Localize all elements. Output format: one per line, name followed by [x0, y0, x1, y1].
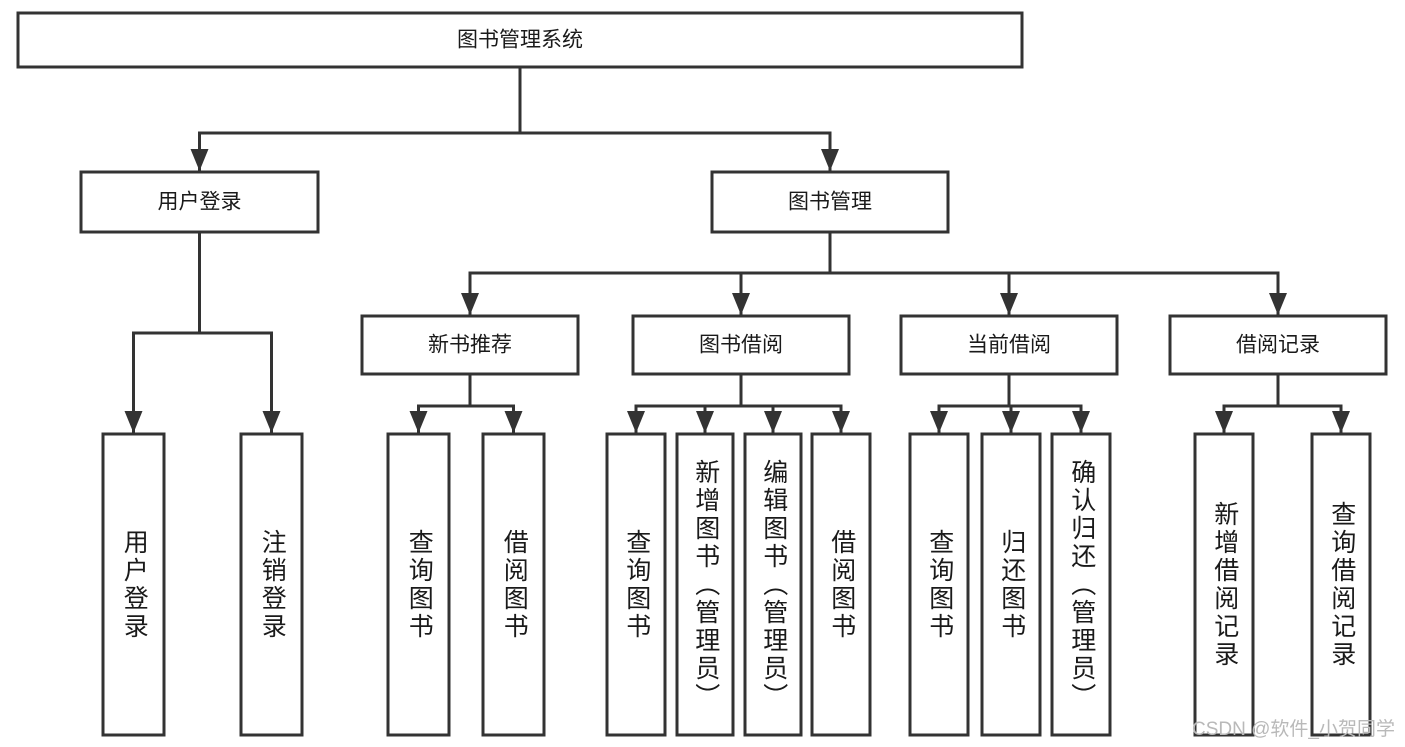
- arrow-head-icon: [1332, 411, 1350, 433]
- arrow-head-icon: [1215, 411, 1233, 433]
- arrow-head-icon: [1000, 293, 1018, 315]
- node-label-current-borrow: 当前借阅: [967, 334, 1051, 357]
- arrow-head-icon: [627, 411, 645, 433]
- arrow-head-icon: [1072, 411, 1090, 433]
- node-label-book-borrow: 图书借阅: [699, 334, 783, 357]
- node-box-leaf-borrow-book-2[interactable]: [810, 432, 872, 737]
- arrow-head-icon: [832, 411, 850, 433]
- node-box-leaf-confirm-return[interactable]: [1050, 432, 1112, 737]
- arrow-head-icon: [409, 411, 428, 433]
- node-label-user-login: 用户登录: [158, 191, 242, 214]
- node-box-leaf-edit-book[interactable]: [743, 432, 803, 737]
- node-box-book-borrow[interactable]: [631, 314, 851, 376]
- node-box-leaf-query-book-3[interactable]: [908, 432, 970, 737]
- node-box-user-login[interactable]: [79, 170, 320, 234]
- arrow-head-icon: [124, 411, 143, 433]
- arrow-head-icon: [1002, 411, 1020, 433]
- connector-layer: [124, 65, 1350, 434]
- node-label-book-manage: 图书管理: [788, 191, 872, 214]
- node-box-leaf-user-logout[interactable]: [239, 432, 304, 737]
- node-box-leaf-add-book[interactable]: [675, 432, 735, 737]
- arrow-head-icon: [764, 411, 782, 433]
- node-box-leaf-borrow-book-1[interactable]: [481, 432, 546, 737]
- node-box-leaf-query-record[interactable]: [1310, 432, 1372, 737]
- node-box-leaf-user-login[interactable]: [101, 432, 166, 737]
- watermark-text: CSDN @软件_小贺同学: [1192, 719, 1395, 740]
- arrow-head-icon: [930, 411, 948, 433]
- node-box-leaf-return-book[interactable]: [980, 432, 1042, 737]
- node-box-book-manage[interactable]: [710, 170, 950, 234]
- node-box-current-borrow[interactable]: [899, 314, 1119, 376]
- node-box-leaf-add-record[interactable]: [1193, 432, 1255, 737]
- node-box-leaf-query-book-2[interactable]: [605, 432, 667, 737]
- node-box-borrow-record[interactable]: [1168, 314, 1388, 376]
- arrow-head-icon: [821, 149, 839, 171]
- arrow-head-icon: [461, 293, 479, 315]
- arrow-head-icon: [696, 411, 714, 433]
- arrow-head-icon: [1269, 293, 1287, 315]
- node-label-root: 图书管理系统: [457, 29, 583, 52]
- node-box-root[interactable]: [16, 11, 1024, 69]
- node-label-new-book-rec: 新书推荐: [428, 334, 512, 357]
- arrow-head-icon: [504, 411, 523, 433]
- arrow-head-icon: [262, 411, 281, 433]
- node-box-leaf-query-book-1[interactable]: [386, 432, 451, 737]
- node-label-borrow-record: 借阅记录: [1236, 334, 1320, 357]
- arrow-head-icon: [732, 293, 750, 315]
- arrow-head-icon: [190, 149, 209, 171]
- box-layer: [16, 11, 1388, 737]
- node-box-new-book-rec[interactable]: [360, 314, 580, 376]
